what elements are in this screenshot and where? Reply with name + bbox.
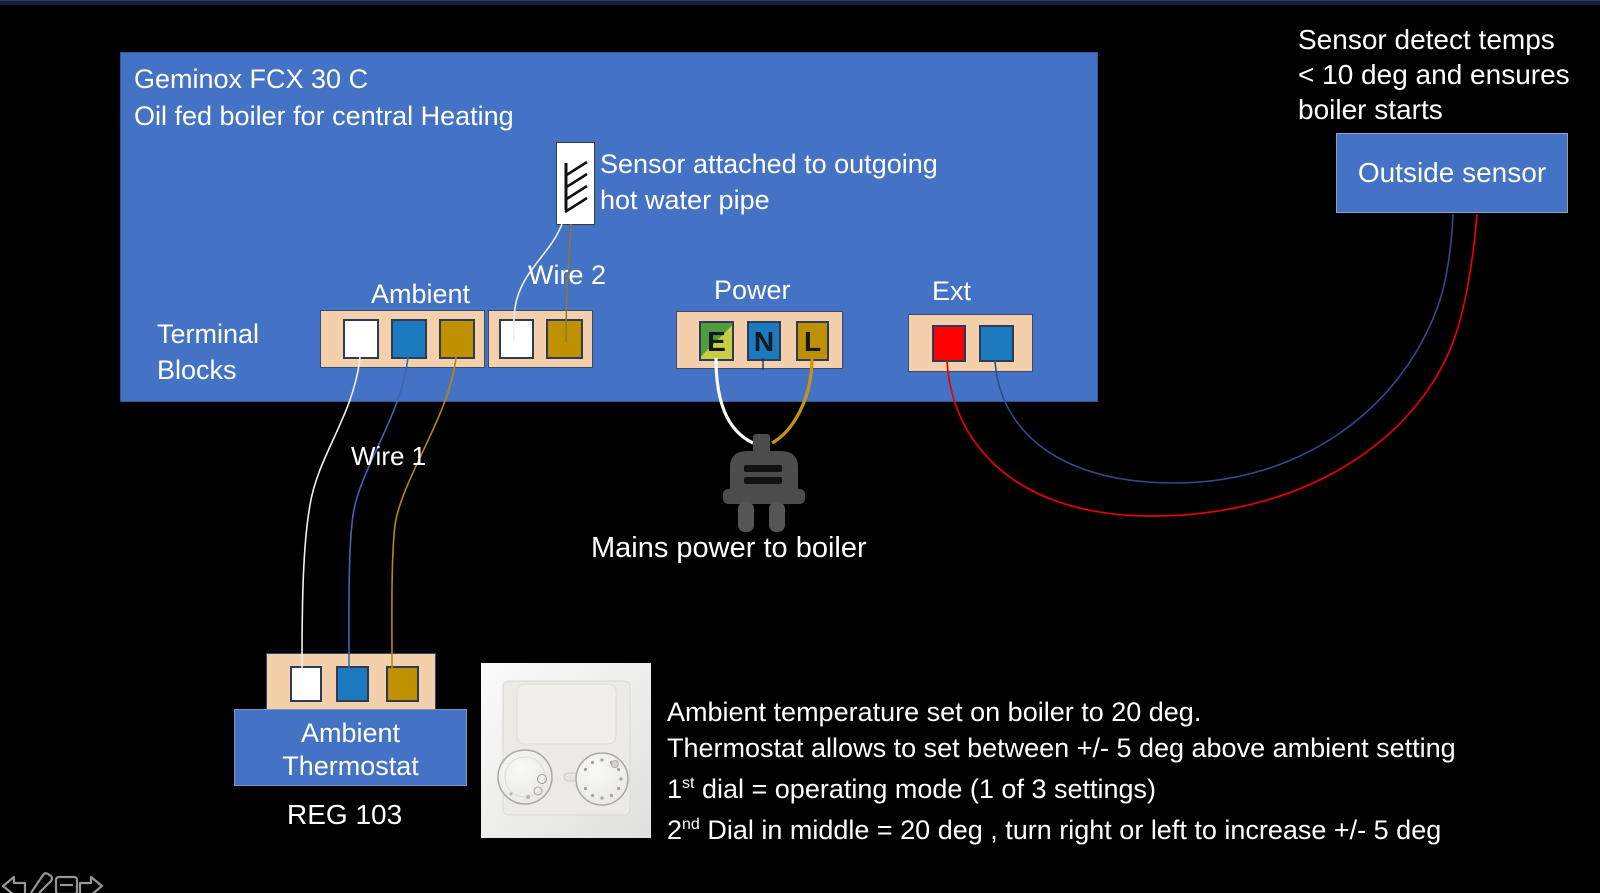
terminal-square-blue bbox=[391, 319, 427, 359]
terminal-square-white bbox=[290, 666, 322, 702]
terminal-square-white bbox=[499, 319, 534, 359]
terminal-letter-L: L bbox=[803, 326, 822, 357]
slideshow-toolbar bbox=[1, 872, 104, 893]
outside-sensor-note: Sensor detect temps < 10 deg and ensures… bbox=[1298, 22, 1570, 127]
pipe-sensor-note: Sensor attached to outgoing hot water pi… bbox=[600, 146, 938, 218]
outside-sensor-label: Outside sensor bbox=[1357, 157, 1547, 188]
notes-line2: Thermostat allows to set between +/- 5 d… bbox=[667, 733, 1456, 763]
notes-block: Ambient temperature set on boiler to 20 … bbox=[667, 694, 1456, 848]
terminal-square-live: L bbox=[796, 321, 829, 361]
notes-line4-num: 2 bbox=[667, 815, 683, 845]
pipe-sensor-note-line2: hot water pipe bbox=[600, 185, 770, 215]
outside-note-line1: Sensor detect temps bbox=[1298, 24, 1555, 55]
terminal-blocks-label: Terminal Blocks bbox=[157, 316, 259, 388]
power-label: Power bbox=[714, 275, 791, 305]
pen-icon[interactable] bbox=[30, 872, 54, 893]
thermostat-model-label: REG 103 bbox=[287, 799, 403, 830]
boiler-title-line2: Oil fed boiler for central Heating bbox=[134, 101, 514, 131]
thermostat-photo bbox=[481, 663, 651, 838]
notes-line3-sup: st bbox=[682, 775, 695, 792]
pipe-sensor-box bbox=[556, 142, 595, 225]
slides-icon[interactable] bbox=[54, 875, 79, 893]
notes-line4-rest: Dial in middle = 20 deg , turn right or … bbox=[699, 815, 1442, 845]
wire2-terminal-block bbox=[488, 310, 593, 368]
terminal-square-gold bbox=[546, 319, 583, 359]
outside-note-line2: < 10 deg and ensures bbox=[1298, 59, 1570, 90]
terminal-letter-E: E bbox=[707, 326, 726, 357]
boiler-title: Geminox FCX 30 C Oil fed boiler for cent… bbox=[134, 61, 514, 135]
terminal-square-red bbox=[932, 325, 966, 362]
wire2-label: Wire 2 bbox=[528, 260, 607, 290]
mains-power-label: Mains power to boiler bbox=[591, 532, 867, 564]
wire1-blue-wire bbox=[348, 356, 409, 669]
outside-sensor-box: Outside sensor bbox=[1336, 133, 1568, 213]
terminal-square-white bbox=[343, 319, 379, 359]
ext-terminal-block bbox=[908, 314, 1033, 372]
terminal-square-blue bbox=[979, 325, 1014, 362]
terminal-blocks-line1: Terminal bbox=[157, 319, 260, 349]
wire1-label: Wire 1 bbox=[351, 441, 427, 471]
power-terminal-block: E N L bbox=[676, 311, 843, 369]
terminal-square-neutral: N bbox=[747, 321, 781, 361]
notes-line4-sup: nd bbox=[682, 816, 700, 833]
terminal-square-blue bbox=[336, 666, 369, 702]
terminal-blocks-line2: Blocks bbox=[157, 355, 237, 385]
notes-line1: Ambient temperature set on boiler to 20 … bbox=[667, 697, 1202, 727]
pipe-sensor-note-line1: Sensor attached to outgoing bbox=[600, 149, 938, 179]
notes-line3-rest: dial = operating mode (1 of 3 settings) bbox=[694, 774, 1157, 804]
ambient-terminal-block bbox=[320, 310, 485, 368]
thermostat-photo-image bbox=[481, 663, 651, 838]
sensor-hatch-icon bbox=[564, 160, 588, 214]
previous-slide-icon[interactable] bbox=[1, 875, 27, 893]
power-plug-icon bbox=[723, 434, 805, 532]
boiler-title-line1: Geminox FCX 30 C bbox=[134, 64, 369, 94]
wire1-white-wire bbox=[301, 356, 361, 669]
terminal-letter-N: N bbox=[753, 326, 775, 357]
thermostat-terminal-block bbox=[266, 653, 436, 710]
terminal-square-earth: E bbox=[699, 321, 734, 361]
terminal-square-gold bbox=[386, 666, 419, 702]
ext-label: Ext bbox=[932, 276, 972, 306]
notes-line4: 2nd Dial in middle = 20 deg , turn right… bbox=[667, 807, 1456, 848]
thermostat-label-line2: Thermostat bbox=[282, 751, 419, 781]
outside-note-line3: boiler starts bbox=[1298, 94, 1443, 125]
ambient-thermostat-box: Ambient Thermostat bbox=[234, 709, 467, 786]
thermostat-label-line1: Ambient bbox=[300, 718, 401, 748]
next-slide-icon[interactable] bbox=[78, 875, 104, 893]
notes-line3-num: 1 bbox=[667, 774, 683, 804]
ambient-label: Ambient bbox=[371, 279, 471, 309]
wire1-gold-wire bbox=[391, 356, 457, 669]
terminal-square-gold bbox=[439, 319, 475, 359]
notes-line3: 1st dial = operating mode (1 of 3 settin… bbox=[667, 766, 1456, 807]
top-window-strip bbox=[0, 0, 1600, 5]
